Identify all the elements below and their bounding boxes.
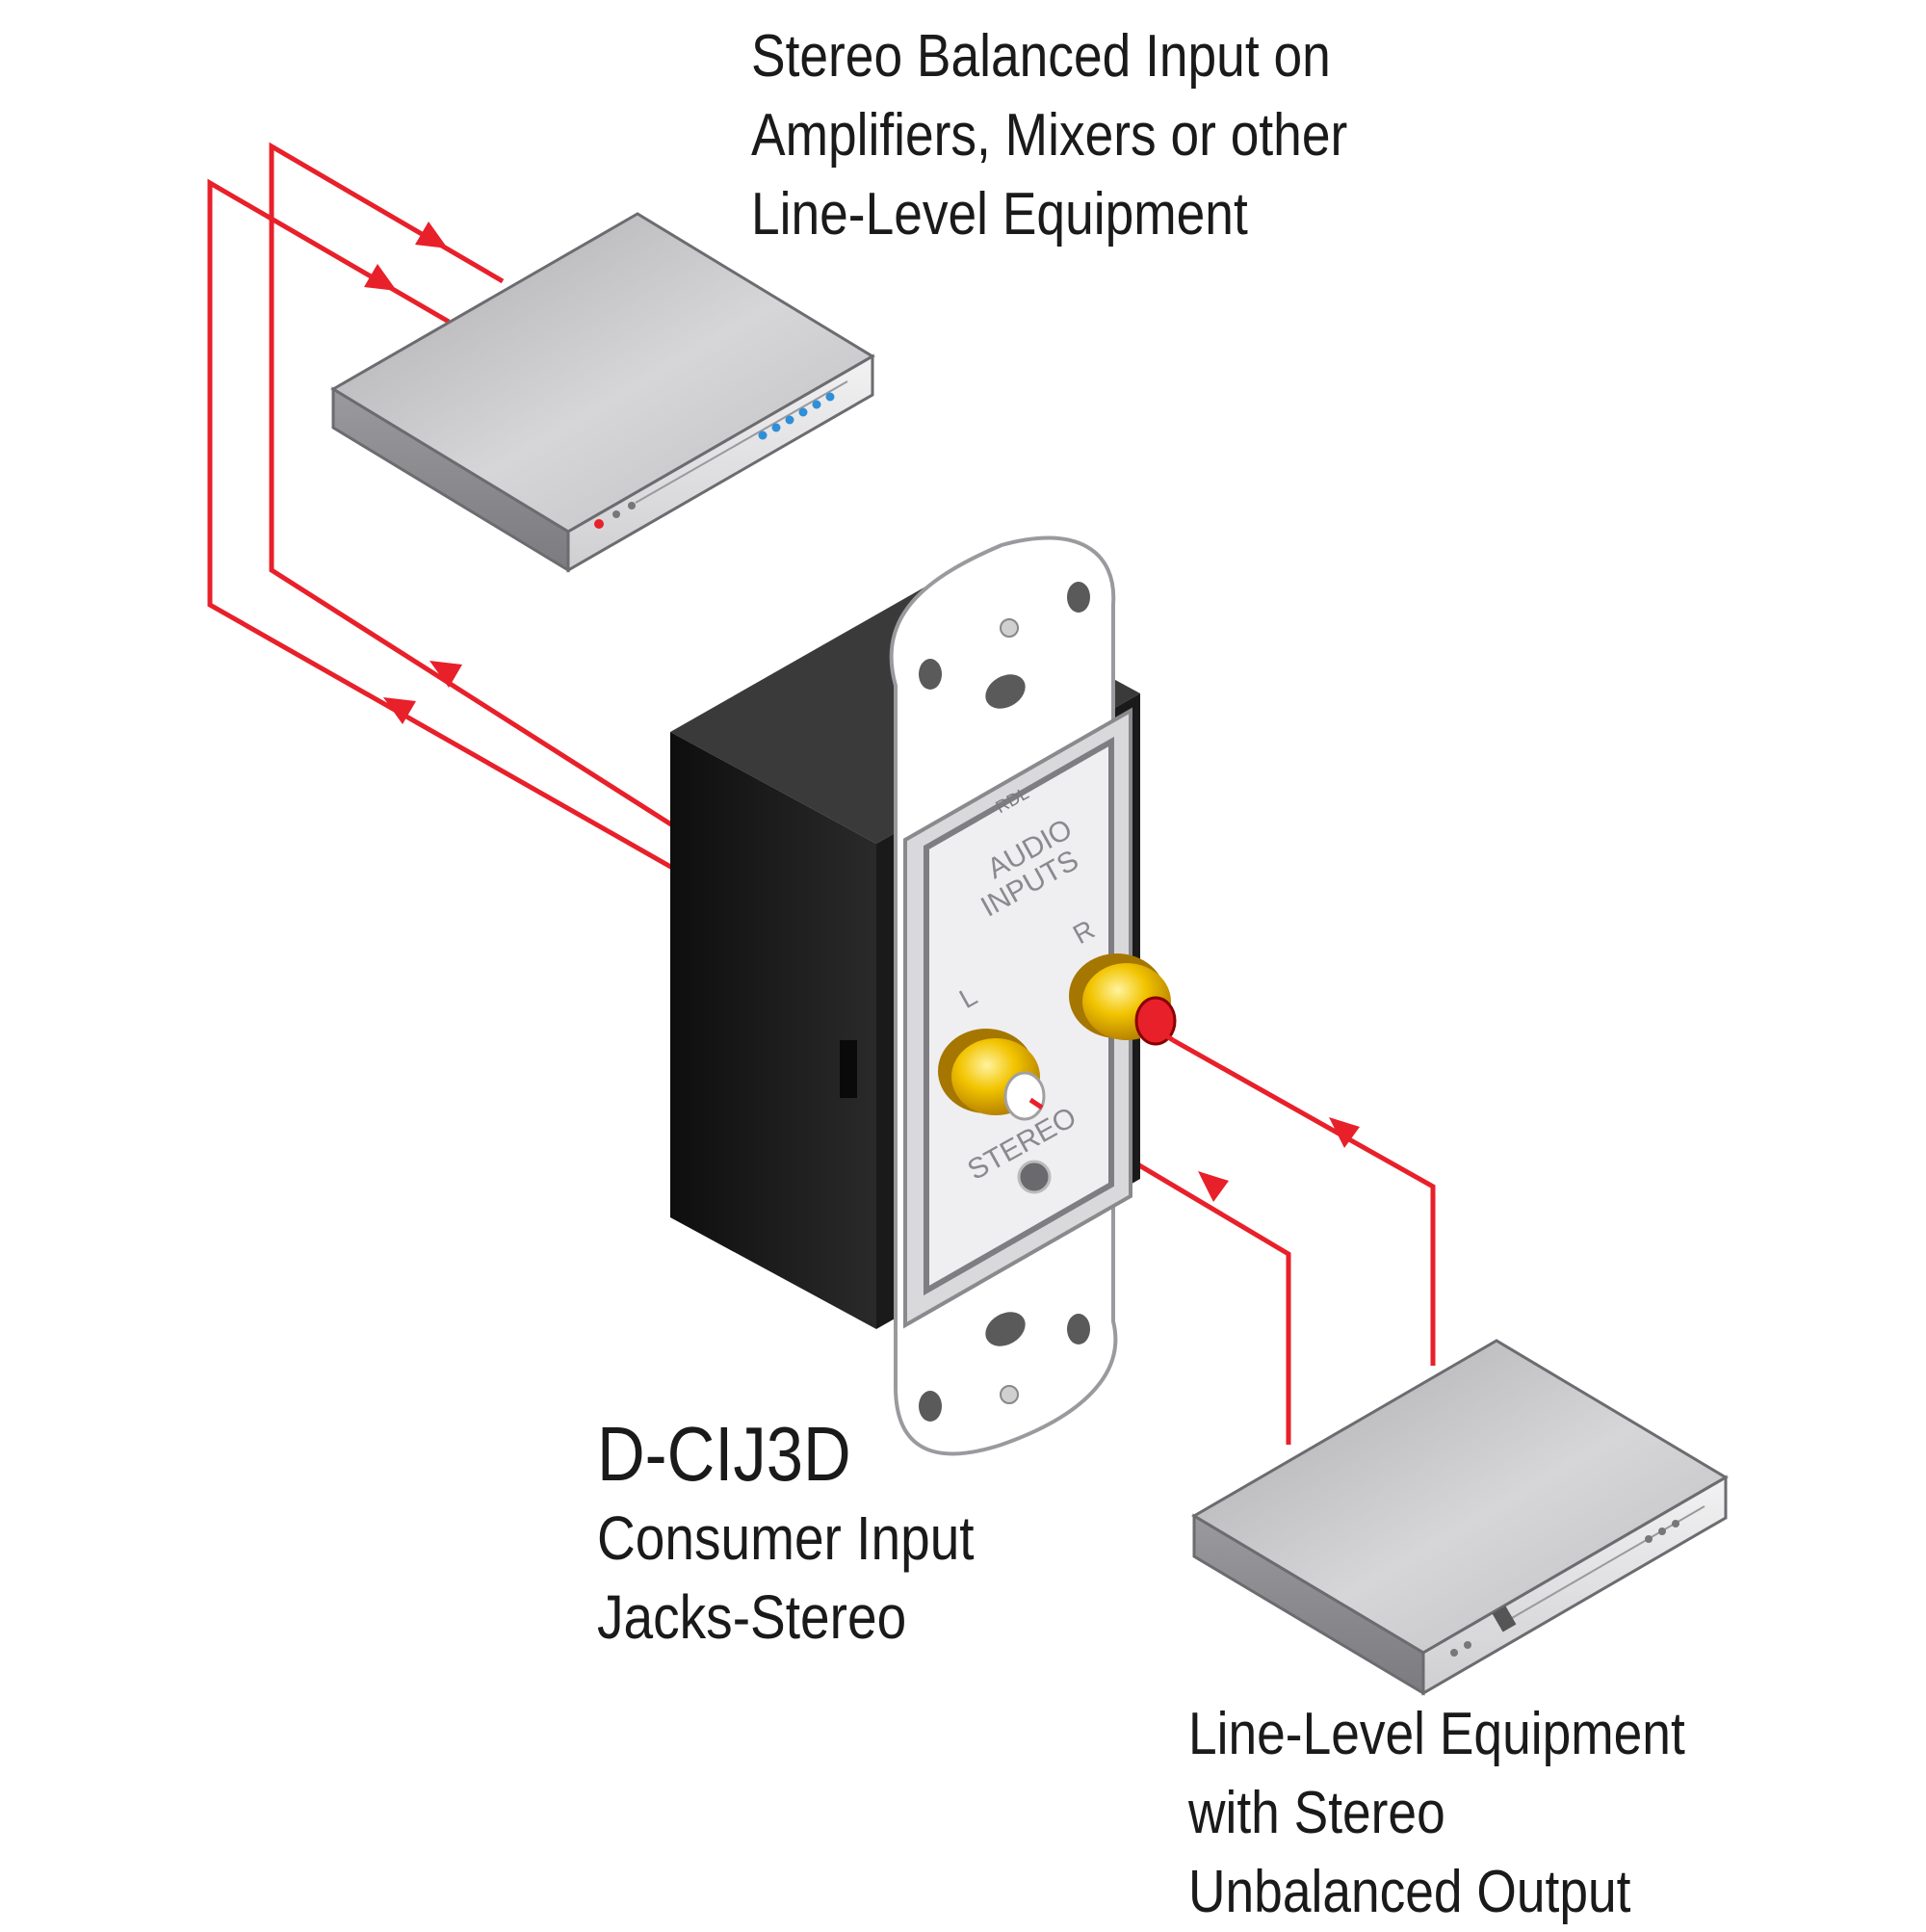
screw-hole-icon bbox=[919, 659, 942, 690]
arrow-icon bbox=[1198, 1171, 1229, 1202]
destination-label-line: Amplifiers, Mixers or other bbox=[751, 102, 1348, 169]
model-name-label: Consumer Input Jacks-Stereo bbox=[597, 1499, 975, 1657]
source-label-line: Unbalanced Output bbox=[1188, 1859, 1631, 1925]
faceplate-insert bbox=[924, 736, 1114, 1296]
stereo-jack-icon bbox=[1017, 1160, 1052, 1194]
rca-jack-left-icon bbox=[938, 1029, 1046, 1121]
source-label-line: Line-Level Equipment bbox=[1188, 1701, 1685, 1767]
output-wire-right bbox=[269, 142, 676, 829]
model-name-line: Jacks-Stereo bbox=[597, 1582, 907, 1652]
arrow-icon bbox=[364, 264, 397, 291]
led-icon bbox=[1450, 1649, 1458, 1657]
jack-wire-stubs bbox=[1028, 1030, 1175, 1110]
device-top-face bbox=[330, 212, 875, 534]
led-icon bbox=[628, 502, 636, 509]
led-icon bbox=[1658, 1527, 1666, 1535]
source-label-line: with Stereo bbox=[1188, 1780, 1445, 1846]
screw-hole-icon bbox=[985, 674, 1026, 709]
arrow-icon bbox=[383, 697, 416, 724]
source-device bbox=[1191, 1339, 1729, 1696]
led-icon bbox=[1672, 1520, 1679, 1527]
destination-label-line: Stereo Balanced Input on bbox=[751, 23, 1331, 90]
screw-icon bbox=[1000, 1385, 1019, 1404]
arrow-icon bbox=[429, 661, 462, 688]
screw-hole-icon bbox=[1067, 582, 1090, 613]
led-icon bbox=[612, 510, 620, 518]
signal-arrows bbox=[364, 222, 1360, 1202]
destination-device bbox=[330, 212, 875, 573]
screw-icon bbox=[1000, 618, 1019, 638]
arrow-icon bbox=[1329, 1117, 1360, 1148]
led-red-icon bbox=[594, 519, 604, 529]
input-wire-right bbox=[1171, 1037, 1436, 1366]
arrow-icon bbox=[415, 222, 448, 248]
led-icon bbox=[1645, 1535, 1653, 1543]
output-wires bbox=[207, 142, 676, 872]
destination-label-line: Line-Level Equipment bbox=[751, 181, 1248, 248]
wall-plate-icon: RDL AUDIO INPUTS R L STEREO bbox=[670, 535, 1177, 1456]
source-label: Line-Level Equipment with Stereo Unbalan… bbox=[1188, 1695, 1685, 1932]
model-name-line: Consumer Input bbox=[597, 1503, 975, 1573]
screw-hole-icon bbox=[1067, 1314, 1090, 1345]
screw-hole-icon bbox=[919, 1391, 942, 1422]
screw-hole-icon bbox=[985, 1312, 1026, 1346]
led-icon bbox=[1464, 1641, 1471, 1649]
model-code-label: D-CIJ3D bbox=[597, 1411, 851, 1497]
led-row-icon bbox=[758, 392, 835, 440]
destination-label: Stereo Balanced Input on Amplifiers, Mix… bbox=[751, 17, 1347, 254]
back-box-side bbox=[670, 732, 876, 1329]
device-front-face bbox=[1421, 1475, 1728, 1696]
output-wire-left bbox=[207, 178, 676, 872]
device-top-face bbox=[1191, 1339, 1729, 1655]
